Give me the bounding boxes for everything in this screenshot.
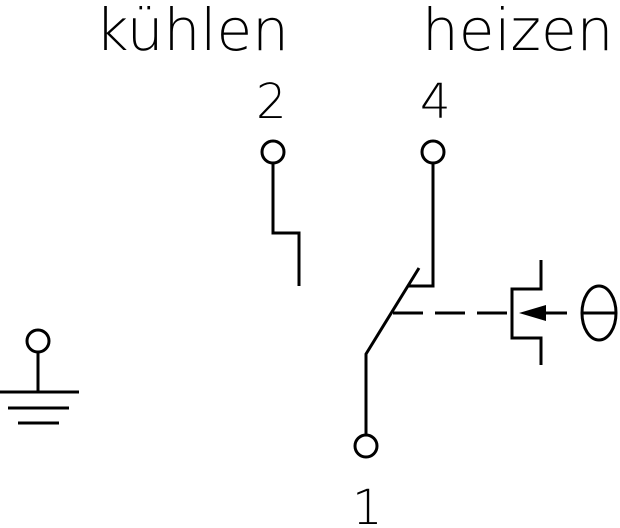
actuator-bracket [510, 260, 543, 365]
ground-icon [0, 328, 79, 425]
terminal-4-contact [407, 139, 446, 288]
terminal-1-common [353, 267, 421, 459]
terminal-4-label: 4 [420, 74, 451, 130]
terminal-2-contact [260, 139, 301, 286]
terminal-2-label: 2 [256, 74, 287, 130]
temperature-theta-icon [580, 284, 618, 342]
label-heating: heizen [422, 0, 613, 64]
terminal-1-circle [353, 433, 379, 459]
actuator-arrow-icon [519, 305, 546, 321]
contact-2-wire [271, 163, 301, 286]
terminal-4-circle [420, 139, 446, 165]
switch-blade [364, 267, 421, 434]
terminal-1-label: 1 [352, 480, 383, 528]
thermal-actuator [510, 260, 567, 365]
terminal-2-circle [260, 139, 286, 165]
label-cooling: kühlen [95, 0, 289, 64]
ground-terminal-circle [25, 328, 51, 354]
contact-4-wire [407, 163, 435, 288]
